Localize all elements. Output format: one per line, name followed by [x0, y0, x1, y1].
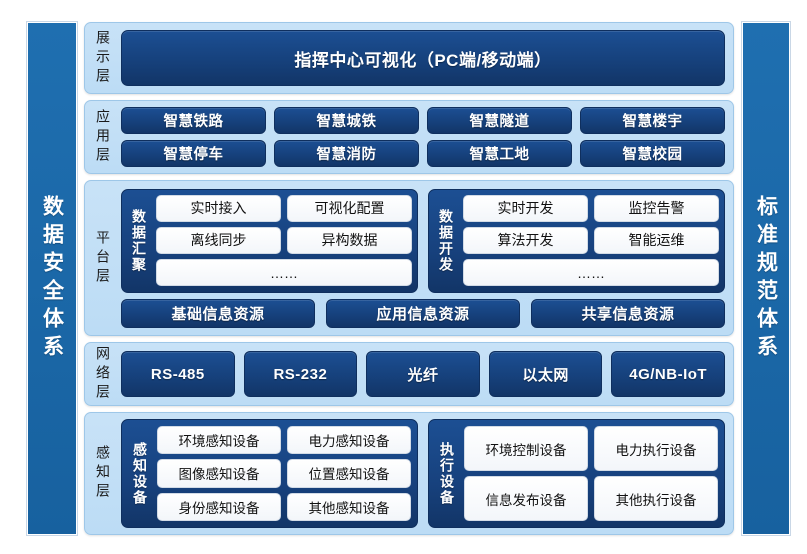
platform-group-columns: 数据汇聚 实时接入 可视化配置 离线同步 异构数据 ……	[121, 188, 725, 293]
resource-item-basic-information[interactable]: 基础信息资源	[121, 298, 315, 328]
application-row-2: 智慧停车 智慧消防 智慧工地 智慧校园	[121, 140, 725, 167]
resource-item-application-information[interactable]: 应用信息资源	[326, 298, 520, 328]
sensing-row-2: 图像感知设备 位置感知设备	[157, 459, 411, 488]
presentation-command-center-banner[interactable]: 指挥中心可视化（PC端/移动端）	[121, 30, 725, 86]
side-panel-data-security: 数据安全体系	[27, 22, 77, 535]
network-item-ethernet[interactable]: 以太网	[488, 351, 603, 397]
layer-network-body: RS-485 RS-232 光纤 以太网 4G/NB-IoT	[121, 343, 733, 405]
platform-group-data-aggregation-title: 数据汇聚	[127, 195, 151, 287]
aggregation-item-more[interactable]: ……	[156, 259, 412, 287]
actuating-item-power-actuator[interactable]: 电力执行设备	[594, 426, 718, 471]
development-row-3: ……	[463, 259, 719, 287]
network-item-optical-fiber[interactable]: 光纤	[366, 351, 480, 397]
sensing-item-identity-sensor[interactable]: 身份感知设备	[157, 492, 281, 521]
app-item-smart-building[interactable]: 智慧楼宇	[580, 107, 725, 134]
sensing-item-other-sensor[interactable]: 其他感知设备	[287, 492, 411, 521]
layer-platform-body: 数据汇聚 实时接入 可视化配置 离线同步 异构数据 ……	[121, 181, 733, 335]
perception-group-sensing-devices-title: 感知设备	[128, 426, 152, 521]
layer-application: 应用层 智慧铁路 智慧城铁 智慧隧道 智慧楼宇 智慧停车 智慧消防 智慧工地 智…	[84, 100, 734, 174]
layer-platform-label: 平台层	[85, 181, 121, 335]
side-panel-standards: 标准规范体系	[742, 22, 790, 535]
platform-group-data-aggregation-grid: 实时接入 可视化配置 离线同步 异构数据 ……	[156, 194, 412, 287]
layer-application-label-text: 应用层	[95, 108, 111, 166]
platform-group-data-aggregation: 数据汇聚 实时接入 可视化配置 离线同步 异构数据 ……	[121, 188, 418, 293]
development-item-realtime-development[interactable]: 实时开发	[463, 194, 588, 222]
network-item-rs232[interactable]: RS-232	[243, 351, 358, 397]
aggregation-row-3: ……	[156, 259, 412, 287]
aggregation-row-1: 实时接入 可视化配置	[156, 194, 412, 222]
platform-group-data-aggregation-title-text: 数据汇聚	[131, 208, 147, 273]
development-row-1: 实时开发 监控告警	[463, 194, 719, 222]
app-item-smart-parking[interactable]: 智慧停车	[121, 140, 266, 167]
layer-presentation-body: 指挥中心可视化（PC端/移动端）	[121, 23, 733, 93]
platform-resource-row: 基础信息资源 应用信息资源 共享信息资源	[121, 298, 725, 328]
actuating-row-2: 信息发布设备 其他执行设备	[464, 476, 718, 521]
application-row-1: 智慧铁路 智慧城铁 智慧隧道 智慧楼宇	[121, 107, 725, 134]
aggregation-item-offline-sync[interactable]: 离线同步	[156, 226, 281, 255]
perception-actuating-grid: 环境控制设备 电力执行设备 信息发布设备 其他执行设备	[464, 426, 718, 521]
layer-presentation-label: 展示层	[85, 23, 121, 93]
perception-group-sensing-devices: 感知设备 环境感知设备 电力感知设备 图像感知设备 位置感知设备 身份感知设备	[121, 419, 418, 528]
layer-presentation-label-text: 展示层	[95, 29, 111, 87]
layer-platform-label-text: 平台层	[95, 229, 111, 287]
app-item-smart-firefighting[interactable]: 智慧消防	[274, 140, 419, 167]
network-item-4g-nbiot[interactable]: 4G/NB-IoT	[611, 351, 725, 397]
platform-group-data-development-title: 数据开发	[434, 195, 458, 287]
layer-perception: 感知层 感知设备 环境感知设备 电力感知设备 图像感知设备	[84, 412, 734, 535]
app-item-smart-railway[interactable]: 智慧铁路	[121, 107, 266, 134]
perception-group-actuating-devices-title: 执行设备	[435, 426, 459, 521]
layer-perception-label-text: 感知层	[95, 445, 111, 502]
sensing-item-location-sensor[interactable]: 位置感知设备	[287, 459, 411, 488]
layer-application-body: 智慧铁路 智慧城铁 智慧隧道 智慧楼宇 智慧停车 智慧消防 智慧工地 智慧校园	[121, 101, 733, 173]
app-item-smart-tunnel[interactable]: 智慧隧道	[427, 107, 572, 134]
network-items-row: RS-485 RS-232 光纤 以太网 4G/NB-IoT	[121, 351, 725, 397]
perception-sensing-grid: 环境感知设备 电力感知设备 图像感知设备 位置感知设备 身份感知设备 其他感知设…	[157, 426, 411, 521]
layer-network-label-text: 网络层	[95, 345, 111, 403]
resource-item-shared-information[interactable]: 共享信息资源	[531, 298, 725, 328]
development-item-algorithm-development[interactable]: 算法开发	[463, 226, 588, 255]
side-panel-right-label: 标准规范体系	[754, 194, 778, 363]
development-item-monitoring-alarm[interactable]: 监控告警	[594, 194, 719, 222]
aggregation-item-visual-config[interactable]: 可视化配置	[287, 194, 412, 222]
development-item-more[interactable]: ……	[463, 259, 719, 287]
sensing-item-power-sensor[interactable]: 电力感知设备	[287, 426, 411, 455]
layer-application-label: 应用层	[85, 101, 121, 173]
aggregation-row-2: 离线同步 异构数据	[156, 226, 412, 255]
perception-group-actuating-devices-title-text: 执行设备	[439, 441, 455, 506]
actuating-row-1: 环境控制设备 电力执行设备	[464, 426, 718, 471]
layer-platform: 平台层 数据汇聚 实时接入 可视化配置 离线同步	[84, 180, 734, 336]
layer-network-label: 网络层	[85, 343, 121, 405]
sensing-row-1: 环境感知设备 电力感知设备	[157, 426, 411, 455]
layer-network: 网络层 RS-485 RS-232 光纤 以太网 4G/NB-IoT	[84, 342, 734, 406]
layer-perception-label: 感知层	[85, 413, 121, 534]
actuating-item-environment-control[interactable]: 环境控制设备	[464, 426, 588, 471]
platform-group-data-development: 数据开发 实时开发 监控告警 算法开发 智能运维 ……	[428, 188, 725, 293]
sensing-item-image-sensor[interactable]: 图像感知设备	[157, 459, 281, 488]
development-row-2: 算法开发 智能运维	[463, 226, 719, 255]
perception-group-sensing-devices-title-text: 感知设备	[132, 441, 148, 506]
layer-presentation: 展示层 指挥中心可视化（PC端/移动端）	[84, 22, 734, 94]
sensing-item-environment-sensor[interactable]: 环境感知设备	[157, 426, 281, 455]
sensing-row-3: 身份感知设备 其他感知设备	[157, 492, 411, 521]
development-item-intelligent-ops[interactable]: 智能运维	[594, 226, 719, 255]
app-item-smart-campus[interactable]: 智慧校园	[580, 140, 725, 167]
actuating-item-information-display[interactable]: 信息发布设备	[464, 476, 588, 521]
aggregation-item-heterogeneous-data[interactable]: 异构数据	[287, 226, 412, 255]
perception-group-actuating-devices: 执行设备 环境控制设备 电力执行设备 信息发布设备 其他执行设备	[428, 419, 725, 528]
layer-perception-body: 感知设备 环境感知设备 电力感知设备 图像感知设备 位置感知设备 身份感知设备	[121, 413, 733, 534]
platform-group-data-development-grid: 实时开发 监控告警 算法开发 智能运维 ……	[463, 194, 719, 287]
aggregation-item-realtime-ingest[interactable]: 实时接入	[156, 194, 281, 222]
app-item-smart-construction-site[interactable]: 智慧工地	[427, 140, 572, 167]
network-item-rs485[interactable]: RS-485	[121, 351, 235, 397]
app-item-smart-metro[interactable]: 智慧城铁	[274, 107, 419, 134]
actuating-item-other-actuator[interactable]: 其他执行设备	[594, 476, 718, 521]
side-panel-left-label: 数据安全体系	[40, 194, 64, 363]
platform-group-data-development-title-text: 数据开发	[438, 208, 454, 273]
perception-group-columns: 感知设备 环境感知设备 电力感知设备 图像感知设备 位置感知设备 身份感知设备	[121, 419, 725, 528]
